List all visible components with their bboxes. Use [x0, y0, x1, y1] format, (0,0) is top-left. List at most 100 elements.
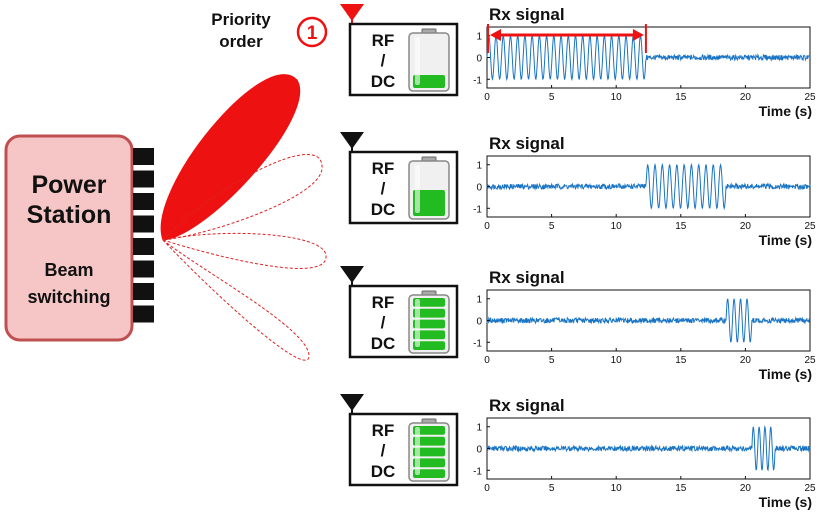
- x-axis-label: Time (s): [759, 366, 812, 382]
- x-axis-label: Time (s): [759, 232, 812, 248]
- y-tick-label: 1: [476, 423, 482, 434]
- x-tick-label: 10: [611, 483, 623, 494]
- x-tick-label: 5: [549, 221, 555, 232]
- chart-title: Rx signal: [489, 134, 565, 153]
- receiver-antenna-icon: [340, 4, 364, 21]
- x-tick-label: 25: [804, 221, 816, 232]
- priority-label-line1: Priority: [211, 10, 271, 29]
- power-station-sub-line1: Beam: [44, 260, 93, 280]
- y-tick-label: 1: [476, 295, 482, 306]
- x-tick-label: 5: [549, 483, 555, 494]
- y-tick-label: 0: [476, 445, 482, 456]
- power-station-title-line2: Station: [27, 201, 112, 229]
- x-tick-label: 20: [740, 221, 752, 232]
- battery-cell: [413, 341, 445, 350]
- y-tick-label: -1: [473, 338, 482, 349]
- battery-cell: [413, 308, 445, 318]
- power-station: Power Station Beam switching: [4, 134, 154, 342]
- priority-number: 1: [307, 23, 318, 44]
- receiver-rf-label: RF: [372, 421, 395, 440]
- battery-shine: [415, 299, 420, 347]
- x-tick-label: 25: [804, 92, 816, 103]
- y-tick-label: 0: [476, 317, 482, 328]
- battery-cell: [413, 436, 445, 446]
- receiver-antenna-icon: [340, 266, 364, 283]
- y-tick-label: 0: [476, 183, 482, 194]
- receiver-antenna-icon: [340, 394, 364, 411]
- y-tick-label: 0: [476, 54, 482, 65]
- x-tick-label: 20: [740, 92, 752, 103]
- priority-order: Priority order 1: [211, 10, 328, 51]
- chart-title: Rx signal: [489, 396, 565, 415]
- x-tick-label: 0: [484, 92, 490, 103]
- receiver-antenna-icon: [340, 132, 364, 149]
- power-station-title-line1: Power: [31, 171, 106, 199]
- beam-pattern: [160, 74, 327, 361]
- x-tick-label: 10: [611, 92, 623, 103]
- battery-cell: [413, 447, 445, 457]
- x-tick-label: 20: [740, 355, 752, 366]
- battery-cell: [413, 319, 445, 329]
- battery-cell: [413, 426, 445, 435]
- power-station-box: [4, 134, 134, 342]
- battery-fill: [413, 75, 445, 88]
- x-axis-label: Time (s): [759, 103, 812, 119]
- antenna-element: [133, 260, 154, 278]
- x-tick-label: 0: [484, 355, 490, 366]
- battery-cell: [413, 330, 445, 340]
- receiver-slash-label: /: [381, 51, 386, 70]
- receiver-dc-label: DC: [371, 462, 396, 481]
- antenna-element: [133, 283, 154, 300]
- x-tick-label: 10: [611, 221, 623, 232]
- x-tick-label: 15: [675, 355, 687, 366]
- chart-title: Rx signal: [489, 268, 565, 287]
- x-tick-label: 5: [549, 92, 555, 103]
- receiver-2: RF/DC: [340, 132, 459, 225]
- arrow-left-head: [490, 29, 501, 41]
- priority-label-line2: order: [219, 32, 263, 51]
- receiver-slash-label: /: [381, 313, 386, 332]
- battery-cell: [413, 458, 445, 468]
- beam-lobe-3: [161, 232, 327, 269]
- receiver-4: RF/ DC: [340, 394, 459, 487]
- antenna-element: [133, 305, 154, 323]
- y-tick-label: 1: [476, 161, 482, 172]
- battery-cell: [413, 469, 445, 478]
- x-tick-label: 20: [740, 483, 752, 494]
- battery-shine: [415, 165, 420, 213]
- x-tick-label: 5: [549, 355, 555, 366]
- receiver-dc-label: DC: [371, 72, 396, 91]
- power-station-sub-line2: switching: [27, 287, 110, 307]
- receiver-slash-label: /: [381, 441, 386, 460]
- antenna-element: [133, 148, 154, 165]
- x-tick-label: 0: [484, 483, 490, 494]
- rx-signal-line: [486, 425, 811, 472]
- receiver-dc-label: DC: [371, 200, 396, 219]
- x-tick-label: 25: [804, 355, 816, 366]
- battery-shine: [415, 427, 420, 475]
- receiver-slash-label: /: [381, 179, 386, 198]
- beam-lobe-active: [160, 74, 300, 241]
- x-tick-label: 0: [484, 221, 490, 232]
- rx-signal-line: [486, 33, 811, 82]
- priority-number-circle: [296, 16, 328, 48]
- antenna-element: [133, 193, 154, 210]
- beam-lobe-4: [162, 239, 310, 361]
- arrow-right-head: [632, 29, 644, 41]
- y-tick-label: -1: [473, 204, 482, 215]
- x-tick-label: 15: [675, 221, 687, 232]
- x-tick-label: 15: [675, 92, 687, 103]
- x-tick-label: 10: [611, 355, 623, 366]
- receiver-rf-label: RF: [372, 293, 395, 312]
- battery-fill: [413, 190, 445, 216]
- battery-shine: [415, 37, 420, 85]
- chart-plot-area: [486, 289, 811, 352]
- antenna-element: [133, 215, 154, 233]
